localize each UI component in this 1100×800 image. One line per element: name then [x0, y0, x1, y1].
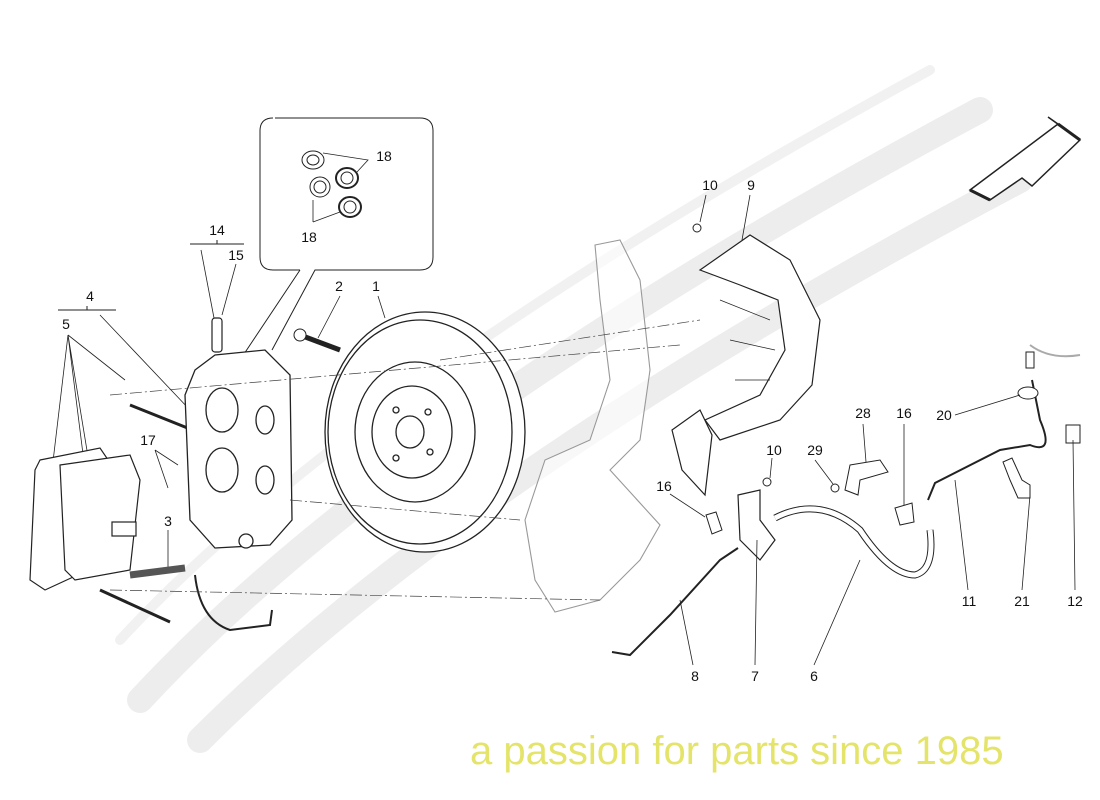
watermark-tagline: a passion for parts since 1985	[470, 729, 1004, 773]
callout-10: 10	[766, 442, 782, 458]
callout-29: 29	[807, 442, 823, 458]
callout-18: 18	[376, 148, 392, 164]
callout-5: 5	[62, 316, 70, 332]
callout-7: 7	[751, 668, 759, 684]
callout-18: 18	[301, 229, 317, 245]
callout-21: 21	[1014, 593, 1030, 609]
callout-3: 3	[164, 513, 172, 529]
callout-9: 9	[747, 177, 755, 193]
callout-16: 16	[656, 478, 672, 494]
callout-17: 17	[140, 432, 156, 448]
seal-kit-inset	[239, 117, 434, 361]
callout-16: 16	[896, 405, 912, 421]
brake-caliper	[184, 349, 293, 549]
callout-28: 28	[855, 405, 871, 421]
callout-4: 4	[86, 288, 94, 304]
brake-disc	[324, 311, 526, 553]
callout-14: 14	[209, 222, 225, 238]
brake-line	[611, 547, 739, 657]
callout-11: 11	[961, 593, 977, 609]
callout-15: 15	[228, 247, 244, 263]
brake-pad	[29, 447, 141, 591]
callout-6: 6	[810, 668, 818, 684]
callout-8: 8	[691, 668, 699, 684]
callout-1: 1	[372, 278, 380, 294]
steering-knuckle	[524, 239, 661, 613]
callout-2: 2	[335, 278, 343, 294]
callout-12: 12	[1067, 593, 1083, 609]
dust-shield	[671, 234, 821, 497]
direction-arrow-icon	[968, 116, 1082, 201]
callout-10: 10	[702, 177, 718, 193]
seal-ring-icon	[301, 150, 362, 218]
callout-20: 20	[936, 407, 952, 423]
